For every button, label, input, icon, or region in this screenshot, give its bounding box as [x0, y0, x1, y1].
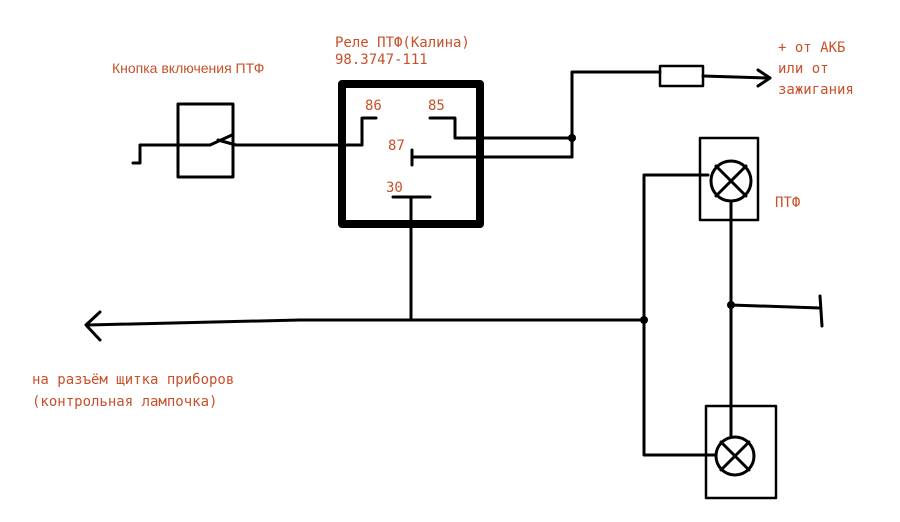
fog-lights-label: ПТФ — [775, 195, 801, 211]
junction-dot — [568, 134, 576, 142]
fog-lamp-upper-housing — [698, 136, 760, 222]
pin87-label: 87 — [388, 138, 405, 154]
pin86-label: 86 — [365, 98, 382, 114]
switch-box — [176, 102, 235, 179]
wire-dashboard — [86, 318, 646, 327]
wire-lamp-bus — [642, 173, 717, 457]
relay-title-line1: Реле ПТФ(Калина) — [335, 35, 470, 51]
pin87-contact — [410, 148, 574, 167]
button-title: Кнопка включения ПТФ — [112, 60, 265, 76]
wire-lamp-ground — [729, 199, 822, 439]
switch-contact — [176, 133, 364, 147]
pin85-contact — [428, 116, 574, 140]
pin30-label: 30 — [386, 180, 403, 196]
dashboard-label-line1: на разъём щитка приборов — [32, 372, 235, 388]
power-source-line3: зажигания — [778, 82, 854, 98]
fog-lamp-lower — [714, 435, 756, 477]
junction-dot — [640, 316, 648, 324]
wire-button-86 — [360, 116, 378, 147]
ground-symbol — [131, 143, 180, 165]
pin85-label: 85 — [428, 98, 445, 114]
power-arrow — [701, 68, 772, 88]
dashboard-label-line2: (контрольная лампочка) — [32, 394, 218, 410]
junction-dot — [727, 301, 735, 309]
fuse — [658, 64, 705, 88]
power-source-line2: или от — [778, 61, 829, 77]
relay-title-line2: 98.3747-111 — [335, 52, 428, 68]
ground-bar — [818, 294, 824, 328]
fog-lamp-lower-housing — [704, 404, 778, 500]
wire-relay-fuse — [570, 70, 662, 159]
power-source-line1: + от АКБ — [778, 40, 846, 56]
dashboard-arrow — [84, 310, 102, 342]
pin30-contact — [391, 195, 432, 322]
